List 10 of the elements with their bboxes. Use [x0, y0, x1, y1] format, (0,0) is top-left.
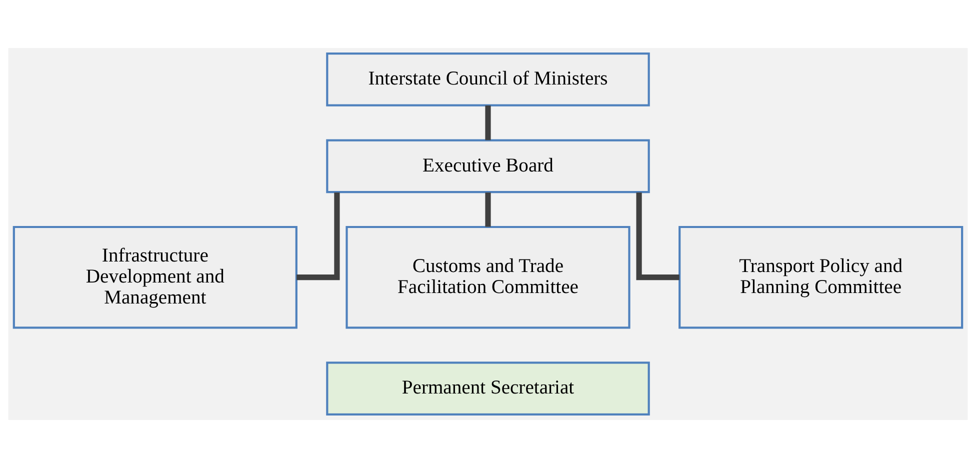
node-box: Transport Policy and Planning Committee	[678, 226, 964, 329]
connector	[296, 192, 340, 280]
node-box: Interstate Council of Ministers	[326, 52, 650, 106]
connector	[636, 192, 680, 280]
node-box: Permanent Secretariat	[326, 362, 650, 416]
connector	[485, 105, 491, 140]
connector	[485, 192, 491, 227]
node-box: Customs and Trade Facilitation Committee	[346, 226, 630, 329]
node-box: Executive Board	[326, 139, 650, 194]
node-box: Infrastructure Development and Management	[12, 226, 298, 329]
